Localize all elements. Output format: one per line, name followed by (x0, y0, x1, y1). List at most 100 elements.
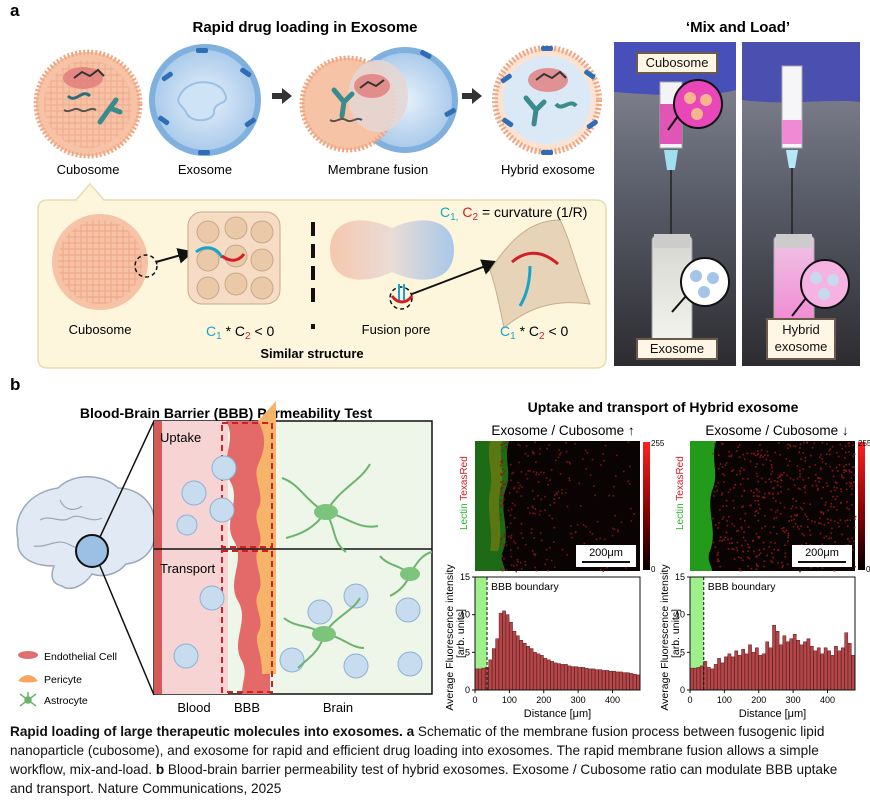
fluorescence-speckle (627, 441, 630, 443)
fluorescence-speckle (584, 449, 587, 452)
fluorescence-speckle (783, 531, 786, 534)
bar (734, 650, 739, 691)
fluorescence-speckle (833, 506, 835, 508)
fluorescence-speckle (533, 553, 535, 555)
fluorescence-speckle (820, 511, 822, 513)
fluorescence-speckle (540, 498, 543, 501)
fluorescence-speckle (629, 465, 631, 468)
left-condition: Exosome / Cubosome ↑ (491, 423, 634, 438)
fluorescence-speckle (717, 558, 719, 561)
fluorescence-speckle (780, 491, 782, 493)
fluorescence-speckle (555, 459, 557, 462)
fluorescence-speckle (718, 454, 720, 456)
fluorescence-speckle (804, 460, 807, 462)
bbb-boundary-region (690, 577, 704, 690)
fluorescence-speckle (784, 544, 786, 546)
fluorescence-speckle (804, 513, 807, 516)
fluorescence-speckle (500, 519, 502, 521)
fluorescence-speckle (768, 546, 770, 548)
fluorescence-speckle (824, 463, 827, 465)
photo-label-cubosome: Cubosome (636, 52, 718, 74)
fluorescence-speckle (793, 518, 795, 521)
fluorescence-speckle (569, 462, 571, 465)
fluorescence-speckle (844, 520, 847, 522)
bar (502, 610, 506, 691)
fluorescence-speckle (771, 470, 774, 473)
fluorescence-speckle (533, 498, 535, 500)
fluorescence-speckle (500, 461, 502, 463)
fluorescence-speckle (782, 530, 785, 532)
fluorescence-speckle (828, 449, 831, 452)
bar (529, 648, 534, 691)
fluorescence-speckle (821, 442, 824, 444)
fluorescence-speckle (509, 549, 512, 551)
y-tick-label: 0 (465, 685, 470, 695)
fluorescence-speckle (561, 489, 563, 491)
bar (478, 668, 482, 691)
fluorescence-speckle (846, 507, 848, 509)
pericyte-icon (18, 675, 38, 683)
brain-illustration (16, 420, 156, 696)
fluorescence-speckle (517, 547, 519, 549)
bbb-schematic (153, 401, 433, 695)
fluorescence-speckle (532, 450, 534, 453)
fluorescence-speckle (716, 489, 719, 492)
fluorescence-speckle (832, 495, 834, 498)
fluorescence-speckle (630, 520, 633, 522)
fluorescence-speckle (515, 570, 518, 573)
transport-label: Transport (160, 561, 216, 576)
fluorescence-speckle (578, 482, 581, 485)
fluorescence-speckle (519, 444, 521, 447)
fluorescence-speckle (768, 493, 771, 495)
fluorescence-speckle (732, 469, 734, 472)
fluorescence-speckle (802, 441, 805, 444)
fluorescence-speckle (545, 477, 548, 479)
fluorescence-speckle (789, 445, 792, 448)
fluorescence-speckle (809, 543, 812, 546)
channel-label-left: Lectin TexasRed (459, 456, 470, 530)
fluorescence-speckle (848, 469, 851, 472)
fluorescence-speckle (614, 475, 617, 477)
fluorescence-speckle (504, 541, 507, 544)
fluorescence-speckle (813, 442, 816, 445)
fluorescence-speckle (849, 481, 851, 484)
fluorescence-speckle (568, 479, 571, 482)
colorbar-left-min: 0 (651, 565, 656, 574)
fluorescence-speckle (555, 492, 558, 494)
y-tick-label: 15 (675, 572, 685, 582)
fluorescence-speckle (791, 505, 794, 508)
mix-and-load-title: ‘Mix and Load’ (686, 19, 790, 36)
fluorescence-speckle (787, 540, 789, 542)
fluorescence-speckle (717, 551, 719, 554)
fluorescence-speckle (802, 452, 804, 454)
fluorescence-speckle (806, 442, 809, 444)
bar (844, 632, 849, 691)
fluorescence-speckle (822, 511, 825, 514)
fluorescence-speckle (811, 485, 814, 487)
fluorescence-speckle (841, 533, 843, 536)
fluorescence-speckle (500, 568, 502, 570)
fluorescence-speckle (565, 442, 567, 444)
fluorescence-speckle (735, 450, 738, 452)
fluorescence-speckle (761, 477, 763, 480)
fluorescence-speckle (744, 519, 746, 522)
fluorescence-speckle (520, 532, 523, 535)
fluorescence-speckle (777, 549, 779, 551)
fluorescence-speckle (815, 484, 818, 487)
fluorescence-speckle (729, 488, 732, 491)
bar (830, 655, 835, 691)
fluorescence-speckle (839, 443, 841, 446)
fluorescence-speckle (755, 568, 758, 571)
bar (700, 665, 704, 691)
fluorescence-speckle (537, 481, 540, 483)
fluorescence-speckle (714, 466, 716, 468)
bbb-title: Blood-Brain Barrier (BBB) Permeability T… (80, 405, 373, 421)
fluorescence-speckle (545, 549, 548, 551)
fluorescence-speckle (800, 525, 802, 527)
fluorescence-speckle (531, 528, 533, 530)
bar (605, 670, 610, 691)
bar (601, 670, 606, 691)
fluorescence-speckle (723, 539, 725, 541)
fluorescence-speckle (774, 500, 777, 502)
fluorescence-speckle (761, 496, 764, 499)
